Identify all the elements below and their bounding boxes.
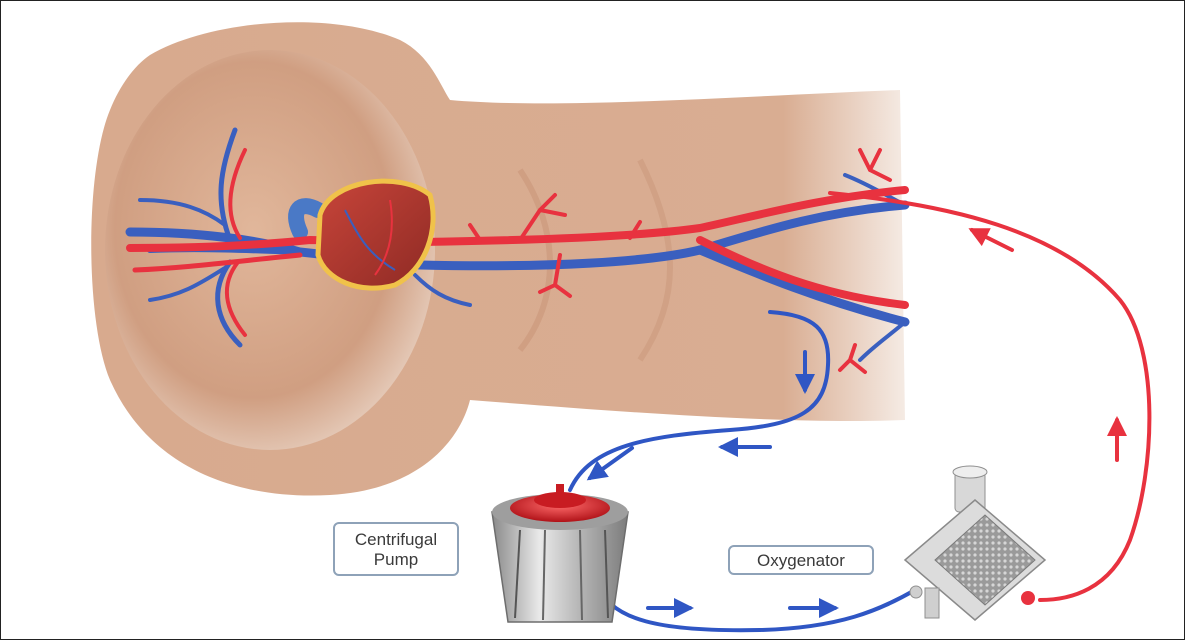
oxygenator [905,466,1045,620]
centrifugal-pump [492,484,628,622]
pump-label-line2: Pump [335,550,457,570]
flow-arrow-return [972,230,1012,250]
heart [318,181,433,288]
pump-label-line1: Centrifugal [335,530,457,550]
oxygenator-label: Oxygenator [728,545,874,575]
patient-body [91,22,905,495]
centrifugal-pump-label: Centrifugal Pump [333,522,459,576]
